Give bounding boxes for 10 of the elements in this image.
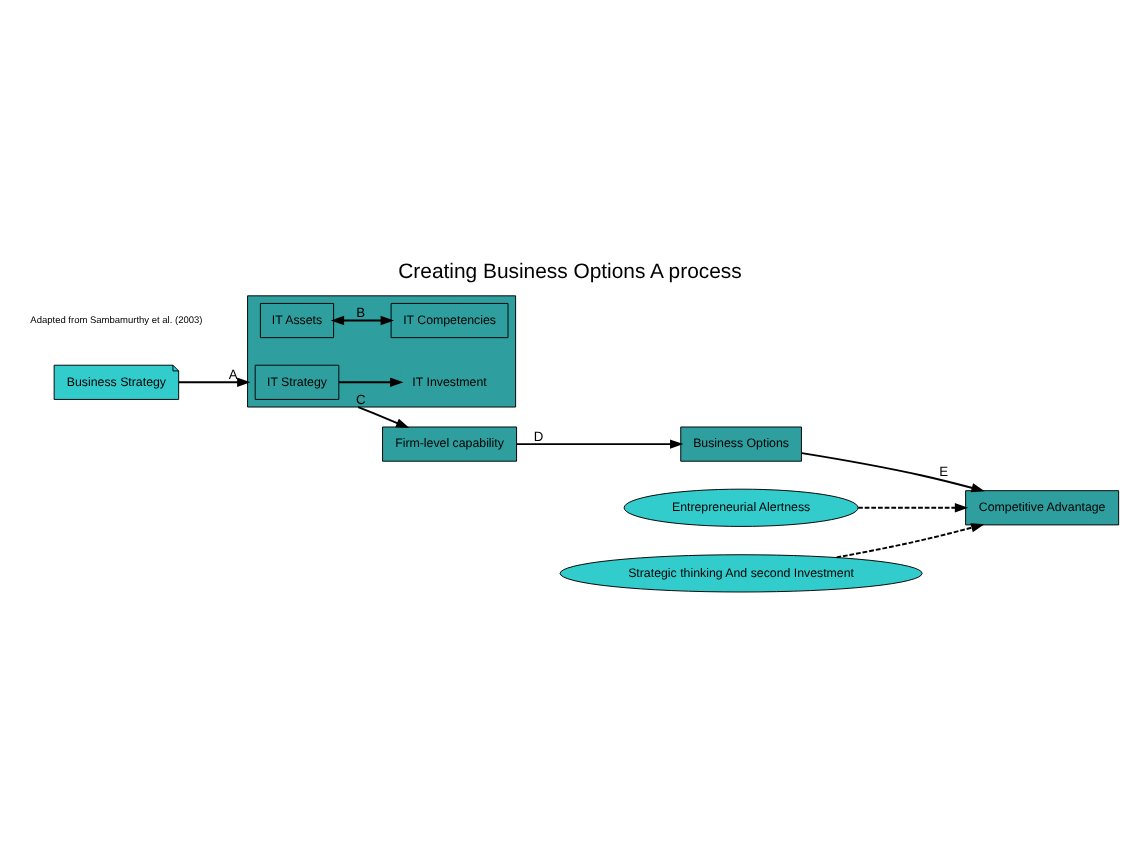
arrow bbox=[800, 451, 985, 492]
diagram-title: Creating Business Options A process bbox=[398, 261, 742, 284]
arrow bbox=[177, 376, 251, 386]
arrow bbox=[338, 376, 404, 386]
arrow bbox=[330, 314, 394, 325]
arrow bbox=[835, 522, 985, 558]
cluster bbox=[247, 294, 517, 407]
arrow bbox=[515, 438, 684, 448]
arrow bbox=[857, 502, 969, 512]
arrow bbox=[357, 405, 410, 427]
